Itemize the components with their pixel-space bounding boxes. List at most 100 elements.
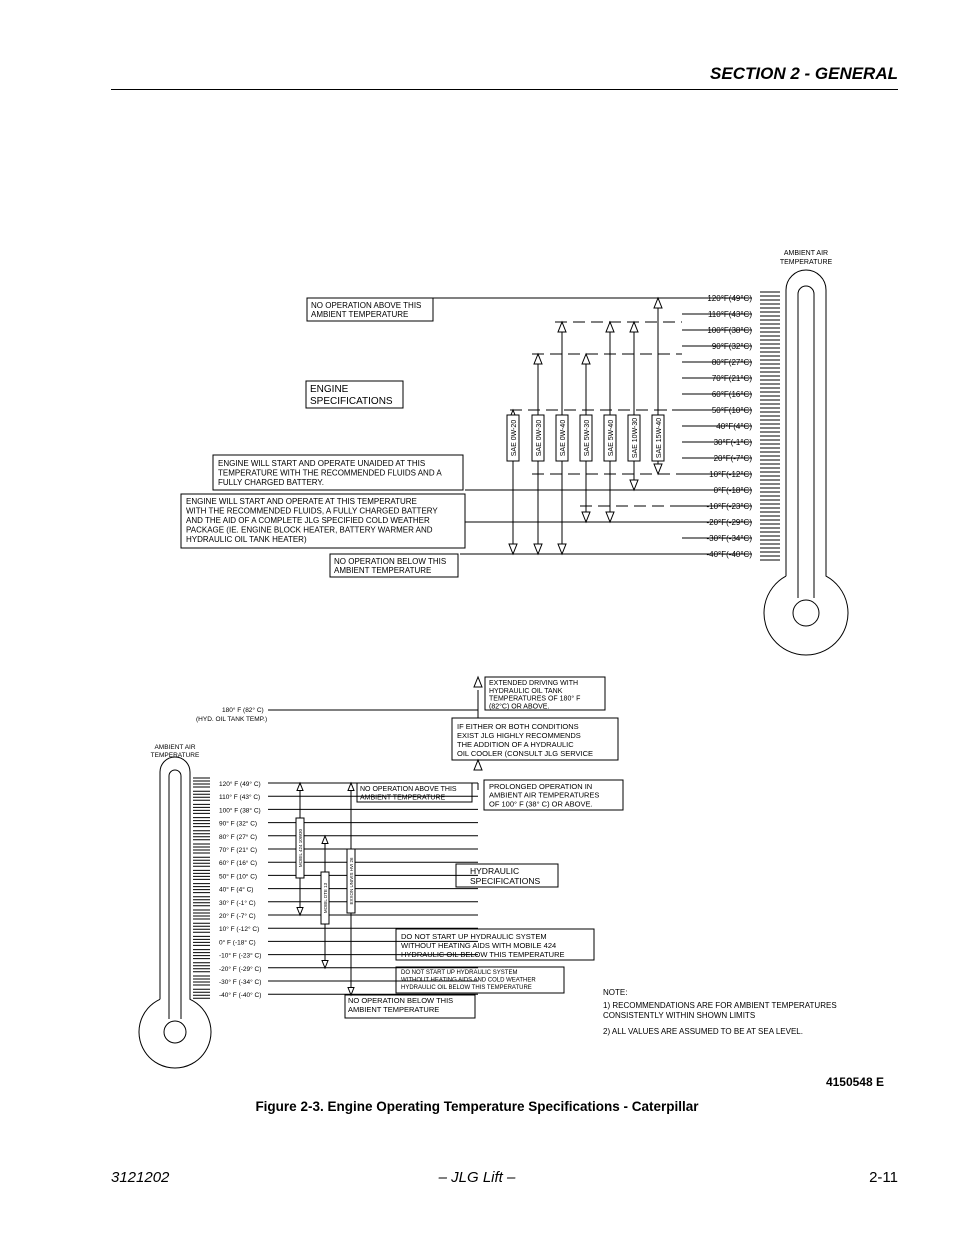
hydraulic-extended-box: [484, 676, 606, 711]
hydraulic-mobil424-box: [395, 928, 595, 961]
engine-oil-label-6: SAE 15W-40: [656, 418, 663, 458]
engine-cold-weather-line-4: HYDRAULIC OIL TANK HEATER): [186, 535, 307, 544]
engine-temp-label: 0°F(-18°C): [714, 486, 753, 495]
hydraulic-tank-temp-note: (HYD. OIL TANK TEMP.): [196, 716, 267, 723]
hydraulic-temp-label: -20° F (-29° C): [219, 965, 261, 973]
engine-oil-label-box-1: [531, 414, 545, 462]
hydraulic-oil-label-1: MOBIL DTE 13: [323, 882, 328, 913]
engine-oil-arrow-up-5: [629, 320, 639, 333]
engine-no-op-above-line-1: AMBIENT TEMPERATURE: [311, 310, 408, 319]
engine-temp-label: 30°F(-1°C): [714, 438, 753, 447]
hydraulic-temp-label: -10° F (-23° C): [219, 952, 261, 960]
hydraulic-cooler-line-0: IF EITHER OR BOTH CONDITIONS: [457, 722, 579, 731]
engine-temp-label: 100°F(38°C): [707, 326, 752, 335]
hydraulic-no-op-below-line-1: AMBIENT TEMPERATURE: [348, 1005, 439, 1014]
engine-temp-label: 50°F(10°C): [712, 406, 753, 415]
notes-block: NOTE:1) RECOMMENDATIONS ARE FOR AMBIENT …: [603, 988, 837, 1036]
engine-temp-label: 110°F(43°C): [708, 310, 752, 319]
engine-oil-label-box-3: [579, 414, 593, 462]
engine-oil-label-0: SAE 0W-20: [511, 420, 518, 457]
engine-oil-label-box-4: [603, 414, 617, 462]
engine-oil-arrow-down-5: [629, 479, 639, 492]
engine-oil-label-4: SAE 5W-40: [608, 420, 615, 457]
engine-oil-arrow-down-0: [508, 543, 518, 556]
hydraulic-thermometer-inner-tube: [168, 769, 182, 1019]
hydraulic-prolonged-line-0: PROLONGED OPERATION IN: [489, 782, 592, 791]
engine-oil-arrow-up-3: [581, 352, 591, 365]
hydraulic-no-op-below-box: [344, 994, 476, 1019]
hydraulic-no-op-above-line-1: AMBIENT TEMPERATURE: [360, 795, 446, 802]
engine-unaided-line-2: FULLY CHARGED BATTERY.: [218, 478, 324, 487]
hydraulic-oil-arrow-down-0: [296, 907, 304, 917]
hydraulic-temp-label: 10° F (-12° C): [219, 925, 259, 933]
engine-temp-label: -20°F(-29°C): [706, 518, 752, 527]
engine-unaided-line-0: ENGINE WILL START AND OPERATE UNAIDED AT…: [218, 459, 425, 468]
engine-oil-label-box-0: [506, 414, 520, 462]
engine-no-op-below-box: [329, 553, 459, 578]
hydraulic-cooler-line-1: EXIST JLG HIGHLY RECOMMENDS: [457, 731, 581, 740]
hydraulic-oil-arrow-down-1: [321, 960, 329, 970]
engine-spec-title-box: [305, 380, 404, 409]
engine-cold-weather-line-0: ENGINE WILL START AND OPERATE AT THIS TE…: [186, 497, 417, 506]
engine-no-op-below-line-1: AMBIENT TEMPERATURE: [334, 566, 431, 575]
hydraulic-no-op-below-line-0: NO OPERATION BELOW THIS: [348, 996, 453, 1005]
engine-cold-weather-line-1: WITH THE RECOMMENDED FLUIDS, A FULLY CHA…: [186, 507, 438, 516]
hydraulic-spec-title-line-1: SPECIFICATIONS: [470, 876, 541, 886]
hydraulic-prolonged-line-1: AMBIENT AIR TEMPERATURES: [489, 791, 599, 800]
engine-oil-arrow-down-6: [653, 463, 663, 476]
hydraulic-second-oil-box: [395, 966, 565, 994]
hydraulic-extended-line-1: HYDRAULIC OIL TANK: [489, 688, 563, 695]
engine-cold-weather-box: [180, 493, 466, 549]
hydraulic-mobil424-line-2: HYDRAULIC OIL BELOW THIS TEMPERATURE: [401, 950, 565, 959]
engine-thermometer-inner-tube: [797, 285, 815, 598]
engine-unaided-line-1: TEMPERATURE WITH THE RECOMMENDED FLUIDS …: [218, 469, 442, 478]
hydraulic-tank-arrow-up: [473, 675, 483, 688]
hydraulic-temp-label: 80° F (27° C): [219, 833, 257, 841]
engine-temp-label: -10°F(-23°C): [706, 502, 752, 511]
section-title: SECTION 2 - GENERAL: [710, 64, 898, 83]
footer-page-number: 2-11: [869, 1169, 898, 1186]
engine-temp-label: 20°F(-7°C): [714, 454, 753, 463]
hydraulic-temp-label: 30° F (-1° C): [219, 899, 256, 907]
engine-oil-label-box-6: [651, 414, 665, 462]
engine-temp-label: 70°F(21°C): [712, 374, 753, 383]
engine-oil-label-1: SAE 0W-30: [536, 420, 543, 457]
engine-oil-arrow-down-1: [533, 543, 543, 556]
figure-caption: Figure 2-3. Engine Operating Temperature…: [255, 1099, 699, 1114]
footer-company: – JLG Lift –: [438, 1169, 516, 1186]
engine-no-op-below-line-0: NO OPERATION BELOW THIS: [334, 557, 446, 566]
hydraulic-temp-label: 40° F (4° C): [219, 886, 253, 894]
engine-oil-arrow-down-2: [557, 543, 567, 556]
note-1-line-2: CONSISTENTLY WITHIN SHOWN LIMITS: [603, 1011, 755, 1020]
hydraulic-second-oil-line-1: WITHOUT HEATING AIDS AND COLD WEATHER: [401, 978, 536, 984]
hydraulic-extended-line-0: EXTENDED DRIVING WITH: [489, 680, 578, 687]
engine-unaided-box: [212, 454, 464, 491]
hydraulic-prolonged-arrow-up: [473, 758, 483, 771]
hydraulic-thermo-label-1: AMBIENT AIR: [154, 744, 195, 751]
hydraulic-diagram-frame: [138, 675, 624, 1069]
engine-oil-label-box-5: [627, 414, 641, 462]
hydraulic-second-oil-line-0: DO NOT START UP HYDRAULIC SYSTEM: [401, 970, 517, 976]
hydraulic-thermometer-outline: [138, 756, 212, 1069]
hydraulic-mobil424-line-0: DO NOT START UP HYDRAULIC SYSTEM: [401, 932, 547, 941]
hydraulic-thermo-label-2: TEMPERATURE: [151, 752, 200, 759]
engine-diagram-text: AMBIENT AIRTEMPERATURE120°F(49°C)110°F(4…: [186, 250, 833, 575]
hydraulic-temp-label: 110° F (43° C): [219, 793, 260, 801]
note-heading: NOTE:: [603, 988, 627, 997]
engine-thermo-label-1: AMBIENT AIR: [784, 250, 828, 257]
engine-oil-label-box-2: [555, 414, 569, 462]
hydraulic-temp-label: 60° F (16° C): [219, 859, 257, 867]
hydraulic-temp-label: 0° F (-18° C): [219, 938, 256, 946]
engine-cold-weather-line-2: AND THE AID OF A COMPLETE JLG SPECIFIED …: [186, 516, 430, 525]
hydraulic-extended-line-2: TEMPERATURES OF 180° F: [489, 695, 580, 703]
hydraulic-second-oil-line-2: HYDRAULIC OIL BELOW THIS TEMPERATURE: [401, 985, 532, 991]
hydraulic-temp-label: 100° F (38° C): [219, 806, 261, 814]
engine-temp-label: 120°F(49°C): [707, 294, 752, 303]
hydraulic-extended-line-3: (82°C) OR ABOVE.: [489, 702, 549, 710]
hydraulic-cooler-line-2: THE ADDITION OF A HYDRAULIC: [457, 740, 574, 749]
engine-thermometer-outline: [763, 269, 849, 656]
engine-oil-arrow-up-1: [533, 352, 543, 365]
engine-spec-title-line-0: ENGINE: [310, 384, 349, 395]
hydraulic-cooler-line-3: OIL COOLER (CONSULT JLG SERVICE: [457, 749, 593, 758]
